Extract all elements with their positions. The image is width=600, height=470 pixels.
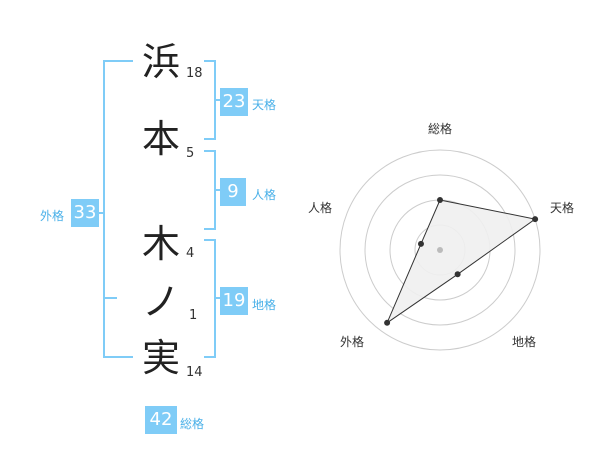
tenkaku-connector (214, 99, 222, 101)
name-char-2: 本 (141, 117, 180, 161)
radar-ring (364, 174, 516, 326)
radar-label-chikaku: 地格 (512, 334, 536, 349)
radar-point (532, 216, 539, 223)
radar-polygon (385, 199, 537, 325)
radar-label-tenkaku: 天格 (550, 200, 574, 215)
gaikaku-label: 外格 (40, 209, 65, 223)
stroke-count-3: 4 (186, 246, 195, 261)
radar-point (437, 197, 443, 203)
jinkaku-value: 9 (220, 178, 246, 206)
gaikaku-value: 33 (71, 199, 99, 227)
radar-ring (339, 149, 541, 351)
name-char-1: 浜 (141, 40, 180, 84)
soukaku-label: 総格 (180, 417, 205, 431)
chikaku-value: 19 (220, 287, 248, 315)
radar-center (437, 247, 443, 253)
gaikaku-divider (103, 297, 117, 299)
jinkaku-connector (214, 189, 222, 191)
name-char-3: 木 (141, 222, 180, 266)
radar-point (384, 319, 391, 326)
stroke-count-1: 18 (186, 66, 203, 81)
chikaku-connector (214, 297, 222, 299)
name-char-5: 実 (141, 336, 180, 380)
radar-points (384, 197, 539, 326)
radar-label-gaikaku: 外格 (340, 334, 364, 349)
tenkaku-label: 天格 (252, 98, 277, 112)
radar-label-soukaku: 総格 (428, 121, 452, 136)
radar-point (454, 271, 461, 278)
chikaku-label: 地格 (252, 298, 277, 312)
soukaku-value: 42 (145, 406, 177, 434)
stroke-count-2: 5 (186, 146, 195, 161)
stroke-count-5: 14 (186, 365, 203, 380)
jinkaku-label: 人格 (252, 188, 277, 202)
stroke-count-4: 1 (189, 308, 198, 323)
gaikaku-bracket (103, 60, 133, 358)
radar-point (417, 240, 424, 247)
name-char-4: ノ (141, 280, 180, 324)
gaikaku-connector (97, 212, 105, 214)
radar-label-jinkaku: 人格 (308, 200, 332, 215)
tenkaku-value: 23 (220, 88, 248, 116)
